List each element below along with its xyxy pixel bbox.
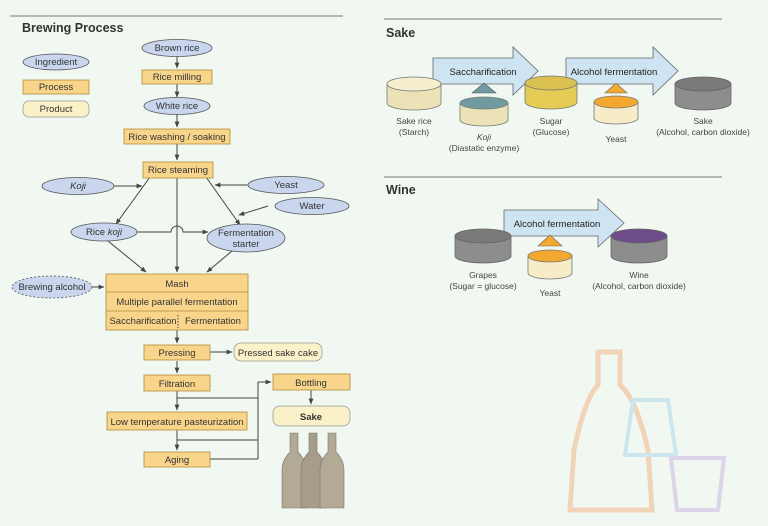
sake-result-cylinder xyxy=(674,76,732,111)
sake-rice-label-1: Sake rice xyxy=(396,116,432,126)
fermentation-starter-label-1: Fermentation xyxy=(218,228,274,239)
node-filtration: Filtration xyxy=(143,374,211,392)
sake-product-label: Sake xyxy=(300,412,322,423)
mash-label: Mash xyxy=(165,279,188,290)
white-rice-label: White rice xyxy=(156,101,198,112)
node-white-rice: White rice xyxy=(143,97,211,115)
brewing-title: Brewing Process xyxy=(22,21,123,35)
node-bottling: Bottling xyxy=(272,373,351,391)
wine-result-label-2: (Alcohol, carbon dioxide) xyxy=(592,281,686,291)
node-mash: Mash Multiple parallel fermentation Sacc… xyxy=(105,273,249,331)
node-aging: Aging xyxy=(143,451,211,468)
bottle-icon xyxy=(319,432,345,509)
wine-yeast-label: Yeast xyxy=(540,288,562,298)
node-koji: Koji xyxy=(41,177,115,195)
node-rice-milling: Rice milling xyxy=(141,69,213,85)
node-water: Water xyxy=(274,197,350,215)
sake-title: Sake xyxy=(386,26,415,40)
wine-result-label-1: Wine xyxy=(629,270,649,280)
wine-alcohol-arrow-label: Alcohol fermentation xyxy=(514,219,601,230)
node-pressed-cake: Pressed sake cake xyxy=(233,342,323,362)
legend-product-swatch xyxy=(22,100,90,118)
aging-label: Aging xyxy=(165,455,189,466)
koji-label-2: (Diastatic enzyme) xyxy=(449,143,520,153)
sake-bottles xyxy=(281,432,345,509)
rice-koji-label-italic: koji xyxy=(108,227,123,238)
wine-result-cylinder xyxy=(610,228,668,264)
brown-rice-label: Brown rice xyxy=(155,43,200,54)
sake-result-label-2: (Alcohol, carbon dioxide) xyxy=(656,127,750,137)
koji-label-1: Koji xyxy=(477,132,492,142)
sugar-cylinder xyxy=(524,75,578,110)
grapes-cylinder xyxy=(454,228,512,264)
multiple-parallel-label: Multiple parallel fermentation xyxy=(116,297,237,308)
node-pressing: Pressing xyxy=(143,344,211,361)
sugar-label-2: (Glucose) xyxy=(533,127,570,137)
legend-process-swatch xyxy=(22,79,90,95)
sake-result-label-1: Sake xyxy=(693,116,713,126)
legend-product-label: Product xyxy=(40,104,73,115)
rice-washing-label: Rice washing / soaking xyxy=(128,132,225,143)
filtration-label: Filtration xyxy=(159,379,195,390)
cup-icon xyxy=(668,456,727,512)
glass-icon xyxy=(622,398,679,457)
koji-cylinder xyxy=(459,96,509,127)
fermentation-label: Fermentation xyxy=(185,316,241,327)
koji-triangle-icon xyxy=(471,82,497,94)
brewing-alcohol-label: Brewing alcohol xyxy=(18,282,85,293)
flask-icon xyxy=(567,349,655,513)
node-rice-koji: Rice koji xyxy=(70,222,138,242)
sugar-label-1: Sugar xyxy=(540,116,563,126)
brewing-process-section: Brewing Process Ingredient Process Produ… xyxy=(10,15,351,509)
saccharification-label: Saccharification xyxy=(109,316,176,327)
node-rice-steaming: Rice steaming xyxy=(142,161,214,179)
fermentation-starter-label-2: starter xyxy=(233,239,260,250)
legend: Ingredient Process Product xyxy=(22,53,90,118)
pressing-label: Pressing xyxy=(159,348,196,359)
glassware-decoration xyxy=(567,349,727,513)
sake-rice-cylinder xyxy=(386,76,442,111)
rice-milling-label: Rice milling xyxy=(153,72,202,83)
node-rice-washing: Rice washing / soaking xyxy=(123,128,231,145)
rice-koji-label-text: Rice xyxy=(86,227,108,238)
sake-yeast-label: Yeast xyxy=(606,134,628,144)
legend-process-label: Process xyxy=(39,82,74,93)
node-fermentation-starter: Fermentation starter xyxy=(206,223,286,253)
legend-ingredient-label: Ingredient xyxy=(35,57,78,68)
grapes-label-2: (Sugar = glucose) xyxy=(449,281,516,291)
koji-label: Koji xyxy=(70,181,87,192)
wine-alcohol-arrow: Alcohol fermentation xyxy=(503,198,625,248)
saccharification-arrow-label: Saccharification xyxy=(449,67,516,78)
pasteurization-label: Low temperature pasteurization xyxy=(110,417,243,428)
legend-ingredient-swatch xyxy=(22,53,90,71)
sake-yeast-cylinder xyxy=(593,95,639,125)
wine-title: Wine xyxy=(386,183,416,197)
sake-section: Sake Saccharification Alcohol fermentati… xyxy=(384,18,750,153)
yeast-triangle-icon xyxy=(604,82,628,94)
yeast-label: Yeast xyxy=(274,180,298,191)
wine-section: Wine Alcohol fermentation Grapes (Sugar … xyxy=(384,176,722,298)
bottling-label: Bottling xyxy=(295,378,327,389)
rice-koji-label: Rice koji xyxy=(86,227,123,238)
node-yeast: Yeast xyxy=(247,176,325,194)
pressed-cake-label: Pressed sake cake xyxy=(238,348,318,359)
wine-yeast-triangle-icon xyxy=(537,234,563,247)
flow-connectors xyxy=(90,56,314,460)
wine-yeast-cylinder xyxy=(527,249,573,280)
node-brewing-alcohol: Brewing alcohol xyxy=(11,275,93,299)
node-pasteurization: Low temperature pasteurization xyxy=(106,411,248,431)
sake-alcohol-arrow: Alcohol fermentation xyxy=(565,46,679,96)
sake-rice-label-2: (Starch) xyxy=(399,127,429,137)
rice-steaming-label: Rice steaming xyxy=(148,165,208,176)
grapes-label-1: Grapes xyxy=(469,270,497,280)
node-brown-rice: Brown rice xyxy=(141,39,213,57)
sake-alcohol-arrow-label: Alcohol fermentation xyxy=(571,67,658,78)
node-sake-product: Sake xyxy=(272,405,351,427)
water-label: Water xyxy=(300,201,325,212)
